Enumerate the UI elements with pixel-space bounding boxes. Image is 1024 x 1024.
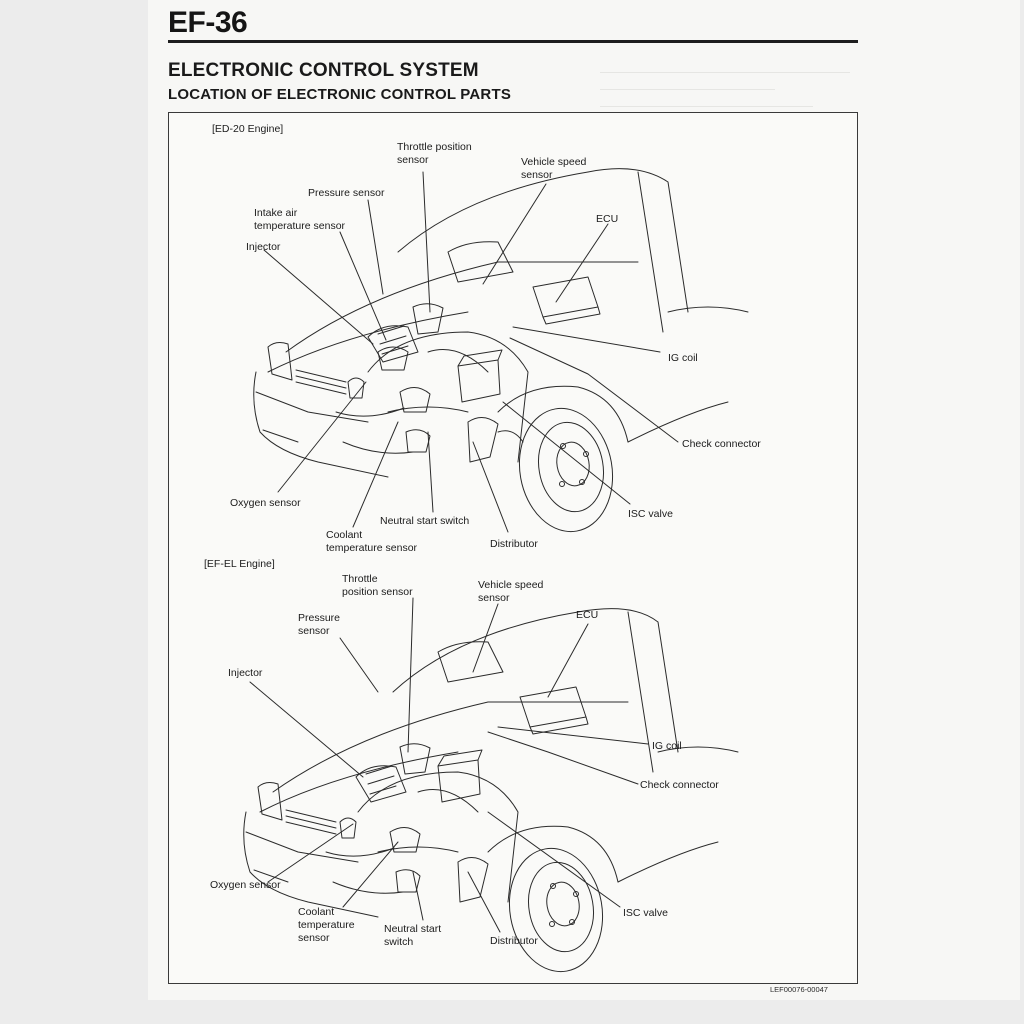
label-b-coolant-temp-sensor-3: sensor <box>298 932 330 944</box>
label-b-oxygen-sensor: Oxygen sensor <box>210 879 281 891</box>
section-title: ELECTRONIC CONTROL SYSTEM <box>168 60 479 81</box>
label-check-connector: Check connector <box>682 438 761 450</box>
label-throttle-position-sensor-2: sensor <box>397 154 429 166</box>
label-vehicle-speed-sensor: Vehicle speed <box>521 156 587 168</box>
location-diagram: [ED-20 Engine] Throttle position sensor … <box>204 123 761 973</box>
label-b-ig-coil: IG coil <box>652 740 682 752</box>
label-b-pressure-sensor-2: sensor <box>298 625 330 637</box>
bottom-leader-lines <box>249 597 649 933</box>
label-coolant-temp-sensor-2: temperature sensor <box>326 542 418 554</box>
label-b-injector: Injector <box>228 667 263 679</box>
label-coolant-temp-sensor: Coolant <box>326 529 362 541</box>
label-b-neutral-start-switch-2: switch <box>384 936 413 948</box>
label-b-pressure-sensor: Pressure <box>298 612 340 624</box>
label-b-throttle-position-sensor-2: position sensor <box>342 586 413 598</box>
label-b-vehicle-speed-sensor: Vehicle speed <box>478 579 544 591</box>
bleed-through-text <box>600 64 850 124</box>
top-leader-lines <box>263 171 679 533</box>
label-b-coolant-temp-sensor-2: temperature <box>298 919 355 931</box>
label-injector: Injector <box>246 241 281 253</box>
label-b-throttle-position-sensor: Throttle <box>342 573 378 585</box>
label-isc-valve: ISC valve <box>628 508 673 520</box>
label-distributor: Distributor <box>490 538 538 550</box>
label-b-coolant-temp-sensor: Coolant <box>298 906 334 918</box>
section-subtitle: LOCATION OF ELECTRONIC CONTROL PARTS <box>168 86 512 103</box>
label-intake-air-temp-sensor: Intake air <box>254 207 298 219</box>
label-oxygen-sensor: Oxygen sensor <box>230 497 301 509</box>
label-ecu: ECU <box>596 213 618 225</box>
label-throttle-position-sensor: Throttle position <box>397 141 472 153</box>
label-b-isc-valve: ISC valve <box>623 907 668 919</box>
engine-label-ed20: [ED-20 Engine] <box>212 123 283 135</box>
engine-label-efel: [EF-EL Engine] <box>204 558 275 570</box>
label-ig-coil: IG coil <box>668 352 698 364</box>
top-car-illustration <box>253 168 749 533</box>
label-b-distributor: Distributor <box>490 935 538 947</box>
label-intake-air-temp-sensor-2: temperature sensor <box>254 220 346 232</box>
label-b-vehicle-speed-sensor-2: sensor <box>478 592 510 604</box>
label-b-ecu: ECU <box>576 609 598 621</box>
page-number: EF-36 <box>168 6 248 39</box>
label-pressure-sensor: Pressure sensor <box>308 187 385 199</box>
header-rule <box>168 40 858 43</box>
figure-frame <box>168 112 858 984</box>
label-b-check-connector: Check connector <box>640 779 719 791</box>
label-vehicle-speed-sensor-2: sensor <box>521 169 553 181</box>
label-b-neutral-start-switch: Neutral start <box>384 923 441 935</box>
figure-code: LEF00076-00047 <box>770 985 828 994</box>
bottom-car-illustration <box>243 608 739 973</box>
label-neutral-start-switch: Neutral start switch <box>380 515 469 527</box>
